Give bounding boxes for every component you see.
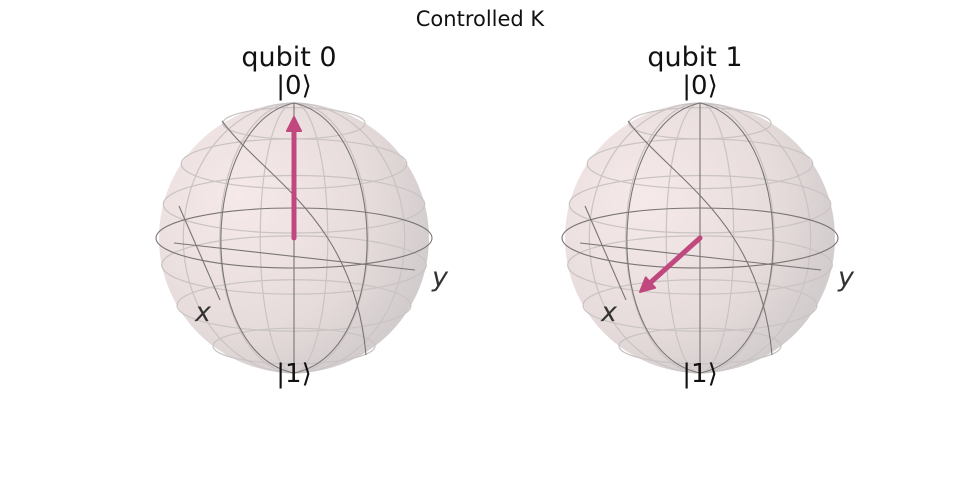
meridian-diagonal <box>627 120 773 356</box>
meridian-yz <box>699 102 774 374</box>
bloch-sphere-qubit-1: qubit 1 |0⟩ |1⟩ x y <box>406 0 886 480</box>
bloch-sphere-qubit-0: qubit 0 |0⟩ |1⟩ x y <box>155 42 448 389</box>
state-vector-head <box>639 276 657 293</box>
ket-zero-label: |0⟩ <box>276 71 312 101</box>
ket-zero-label: |0⟩ <box>682 71 718 101</box>
meridian-xz <box>626 102 701 374</box>
x-axis-line <box>178 205 221 301</box>
ket-one-label: |1⟩ <box>276 359 312 389</box>
x-axis-label: x <box>601 297 617 328</box>
bloch-sphere-graphic <box>561 102 839 374</box>
bloch-sphere-graphic <box>155 102 433 374</box>
meridian-diagonal <box>221 120 367 356</box>
state-vector-shaft <box>647 235 703 286</box>
y-axis-label: y <box>432 262 448 293</box>
state-vector-head <box>286 116 302 132</box>
x-axis-label: x <box>195 297 211 328</box>
ket-one-label: |1⟩ <box>682 359 718 389</box>
meridian-yz <box>293 102 368 374</box>
sphere-title: qubit 1 <box>647 42 743 73</box>
y-axis-label: y <box>838 262 854 293</box>
meridian-xz <box>220 102 295 374</box>
x-axis-line <box>584 205 627 301</box>
figure-title: Controlled K <box>415 7 545 31</box>
sphere-title: qubit 0 <box>241 42 337 73</box>
